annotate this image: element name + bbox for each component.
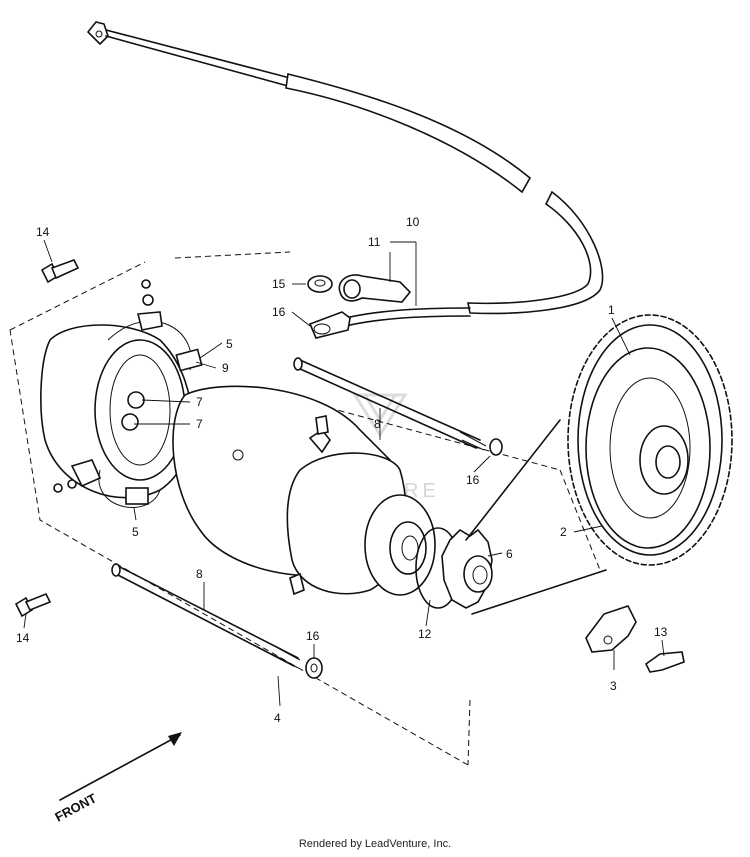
callout-7-upper: 7 [196,395,203,409]
callout-5-upper: 5 [226,337,233,351]
callout-8-lower: 8 [196,567,203,581]
leader-lines [23,239,665,707]
bolt-14-lower [14,592,52,618]
callout-14-upper: 14 [36,225,50,239]
callout-16-cable: 16 [272,305,286,319]
callout-3: 3 [610,679,617,693]
brush-end-cover [40,279,203,508]
callout-13: 13 [654,625,668,639]
chain-guide-3 [585,605,637,653]
nut-15 [307,275,333,293]
callout-1: 1 [608,303,615,317]
callout-11: 11 [368,235,381,249]
starter-motor-body [172,385,436,596]
through-bolt-8-lower [111,563,301,669]
front-direction-arrow [59,732,182,801]
callout-15: 15 [272,277,286,291]
callout-16-mid: 16 [466,473,480,487]
callout-16-lower: 16 [306,629,320,643]
callout-7-lower: 7 [196,417,203,431]
washer-16-mid [489,438,503,456]
callout-14-lower: 14 [16,631,30,645]
battery-cable [87,21,604,315]
starter-cable [308,274,471,339]
washer-16-lower [305,657,323,679]
callout-6: 6 [506,547,513,561]
callout-2: 2 [560,525,567,539]
bolt-14-upper [40,259,80,284]
callout-12: 12 [418,627,432,641]
callout-9: 9 [222,361,229,375]
bolt-13 [644,651,685,673]
callout-8-upper: 8 [374,417,381,431]
callout-4: 4 [274,711,281,725]
front-label: FRONT [52,790,99,824]
starter-sprocket-2 [585,347,711,549]
assembly-boundary [9,251,601,766]
drive-chain-1 [465,314,733,615]
footer-credit: Rendered by LeadVenture, Inc. [298,838,452,850]
callout-10: 10 [406,215,420,229]
callout-5-lower: 5 [132,525,139,539]
drive-sprocket-6 [441,528,493,609]
through-bolt-8-upper [293,357,487,451]
